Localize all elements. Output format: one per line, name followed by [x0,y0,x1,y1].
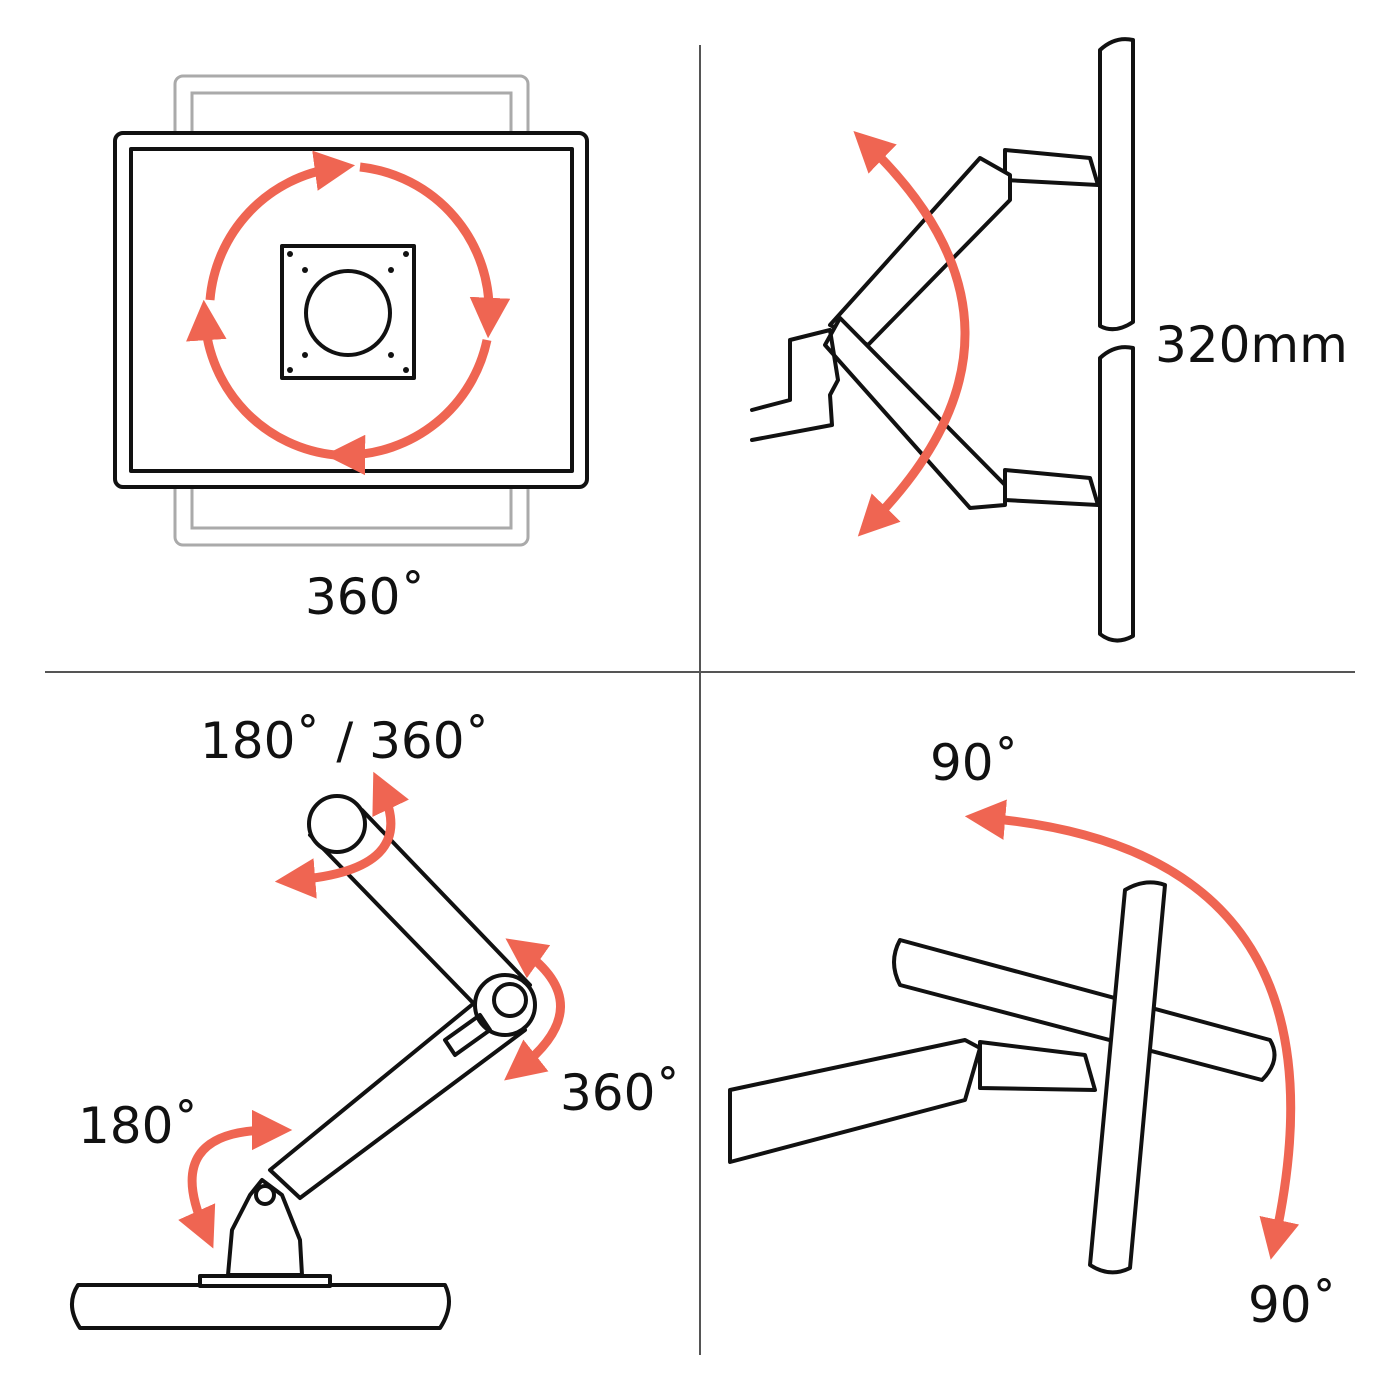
arm-panel: 180˚ / 360˚ 360˚ 180˚ [70,712,680,1330]
top-joint [307,794,367,854]
elbow-joint-arrow-icon [504,938,565,1081]
monitor-landscape-position [892,938,1277,1082]
height-panel: 320mm [750,37,1348,643]
monitor-portrait-position [1088,880,1167,1275]
vesa-plate [280,244,416,380]
rotation-panel: 360˚ [113,74,589,626]
portrait-bottom-label: 90˚ [1248,1276,1337,1334]
portrait-panel: 90˚ 90˚ [728,734,1337,1334]
base-joint-arrow-icon [178,1109,293,1249]
monitor-upper [1098,37,1135,332]
rotation-arrows-icon [186,150,511,476]
base-joint-label: 180˚ [78,1097,198,1155]
top-joint-label: 180˚ / 360˚ [200,712,490,770]
arm-extension [728,1038,982,1164]
base-clamp [226,1178,304,1277]
elbow-joint-label: 360˚ [560,1064,680,1122]
desk-base [70,1283,451,1330]
top-joint-arrow-icon [274,771,409,899]
portrait-arc-arrow-icon [964,799,1300,1260]
portrait-top-label: 90˚ [930,734,1019,792]
arm-lower-position [823,316,1007,510]
height-arc-arrow-icon [853,130,970,537]
rotation-label: 360˚ [305,568,425,626]
height-label: 320mm [1155,316,1348,374]
arm-upper-position [828,156,1012,347]
monitor-lower [1098,345,1135,643]
